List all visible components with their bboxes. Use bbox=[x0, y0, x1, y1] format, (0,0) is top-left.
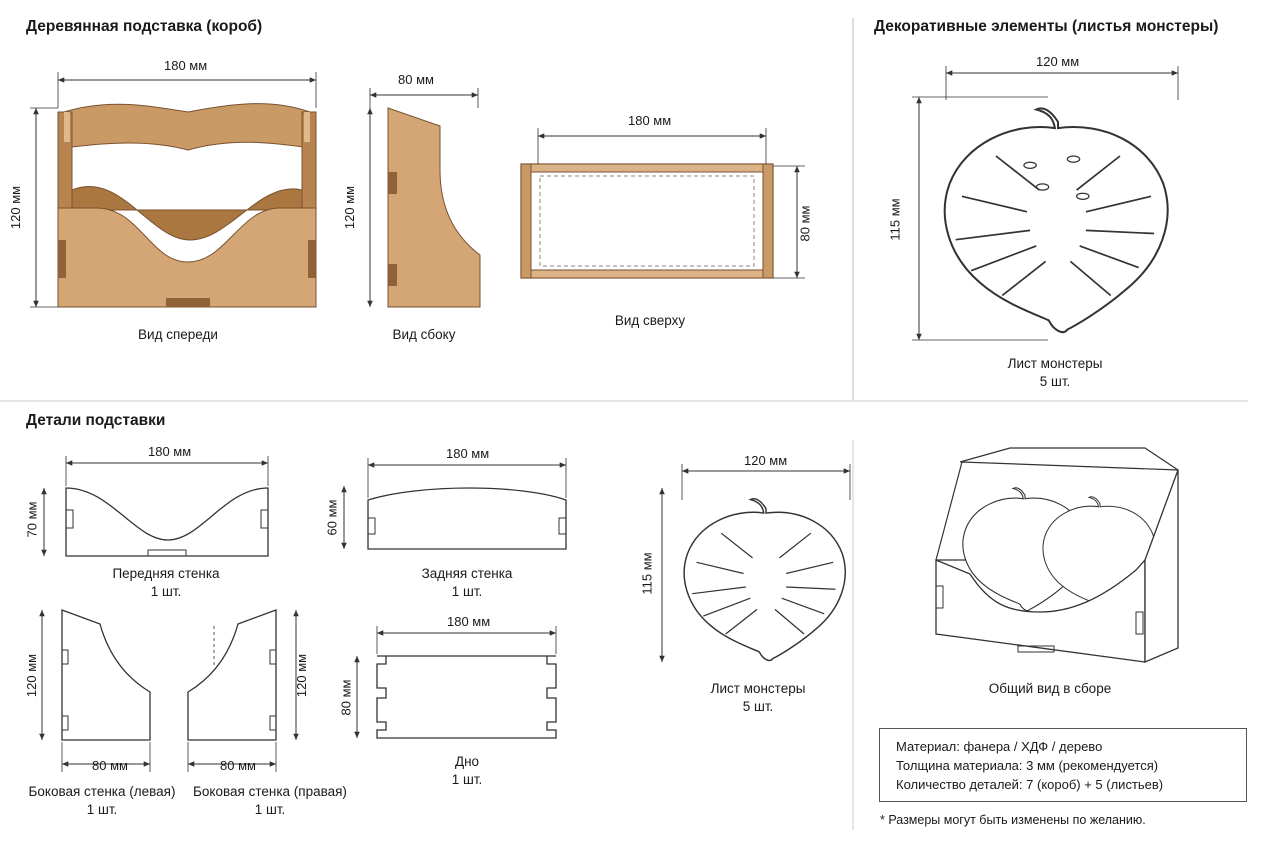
part-back-wall-drawing bbox=[341, 458, 567, 550]
front-view-drawing bbox=[30, 72, 317, 308]
dim-leaf-small-height: 115 мм bbox=[639, 552, 655, 595]
part-side-left-drawing bbox=[39, 609, 151, 772]
caption-front-view: Вид спереди bbox=[138, 327, 218, 342]
side-view-drawing bbox=[367, 88, 481, 308]
section-title-decor: Декоративные элементы (листья монстеры) bbox=[874, 18, 1219, 35]
dim-front-width: 180 мм bbox=[164, 58, 208, 73]
caption-side-right-name: Боковая стенка (правая) bbox=[193, 784, 347, 799]
dim-side-left-height: 120 мм bbox=[24, 653, 40, 698]
note-thickness: Толщина материала: 3 мм (рекомендуется) bbox=[896, 758, 1159, 773]
monstera-leaf-small bbox=[683, 498, 846, 662]
part-bottom-drawing bbox=[354, 626, 557, 739]
dim-side-width: 80 мм bbox=[398, 72, 434, 87]
footnote: * Размеры могут быть изменены по желанию… bbox=[880, 813, 1146, 827]
caption-bottom-name: Дно bbox=[454, 754, 480, 769]
dim-front-wall-width: 180 мм bbox=[148, 444, 192, 459]
caption-back-wall-name: Задняя стенка bbox=[421, 566, 513, 581]
caption-front-wall-qty: 1 шт. bbox=[150, 584, 182, 599]
caption-side-right-qty: 1 шт. bbox=[254, 802, 286, 817]
caption-bottom-qty: 1 шт. bbox=[451, 772, 483, 787]
dim-side-right-width: 80 мм bbox=[220, 758, 256, 773]
note-count: Количество деталей: 7 (короб) + 5 (листь… bbox=[896, 777, 1164, 792]
dim-front-wall-height: 70 мм bbox=[24, 501, 40, 538]
dim-back-wall-width: 180 мм bbox=[446, 446, 490, 461]
dim-side-left-width: 80 мм bbox=[92, 758, 128, 773]
dim-side-right-height: 120 мм bbox=[294, 653, 310, 698]
part-side-right-drawing bbox=[187, 609, 299, 772]
caption-front-wall-name: Передняя стенка bbox=[112, 566, 220, 581]
dim-side-height: 120 мм bbox=[342, 185, 358, 230]
note-material: Материал: фанера / ХДФ / дерево bbox=[896, 739, 1103, 754]
caption-leaf-small-qty: 5 шт. bbox=[742, 699, 774, 714]
dim-top-depth: 80 мм bbox=[797, 205, 813, 242]
monstera-leaf-large bbox=[943, 107, 1169, 334]
dim-leaf-large-width: 120 мм bbox=[1036, 54, 1080, 69]
dim-front-height: 120 мм bbox=[8, 185, 24, 230]
dim-bottom-depth: 80 мм bbox=[338, 679, 354, 716]
caption-top-view: Вид сверху bbox=[614, 313, 686, 328]
caption-side-left-name: Боковая стенка (левая) bbox=[28, 784, 176, 799]
caption-side-view: Вид сбоку bbox=[392, 327, 456, 342]
dim-leaf-small-width: 120 мм bbox=[744, 453, 788, 468]
caption-assembly: Общий вид в сборе bbox=[988, 681, 1112, 696]
dim-back-wall-height: 60 мм bbox=[324, 499, 340, 536]
caption-back-wall-qty: 1 шт. bbox=[451, 584, 483, 599]
assembly-drawing bbox=[935, 447, 1179, 663]
section-title-stand: Деревянная подставка (короб) bbox=[26, 18, 263, 35]
dim-leaf-large-height: 115 мм bbox=[887, 198, 903, 241]
caption-leaf-small-name: Лист монстеры bbox=[710, 681, 806, 696]
materials-note-box: Материал: фанера / ХДФ / дерево Толщина … bbox=[879, 728, 1247, 802]
caption-side-left-qty: 1 шт. bbox=[86, 802, 118, 817]
dim-bottom-width: 180 мм bbox=[447, 614, 491, 629]
caption-leaf-large-name: Лист монстеры bbox=[1007, 356, 1103, 371]
dim-top-width: 180 мм bbox=[628, 113, 672, 128]
part-front-wall-drawing bbox=[41, 456, 269, 557]
caption-leaf-large-qty: 5 шт. bbox=[1039, 374, 1071, 389]
section-title-parts: Детали подставки bbox=[26, 412, 166, 429]
top-view-drawing bbox=[520, 128, 805, 279]
